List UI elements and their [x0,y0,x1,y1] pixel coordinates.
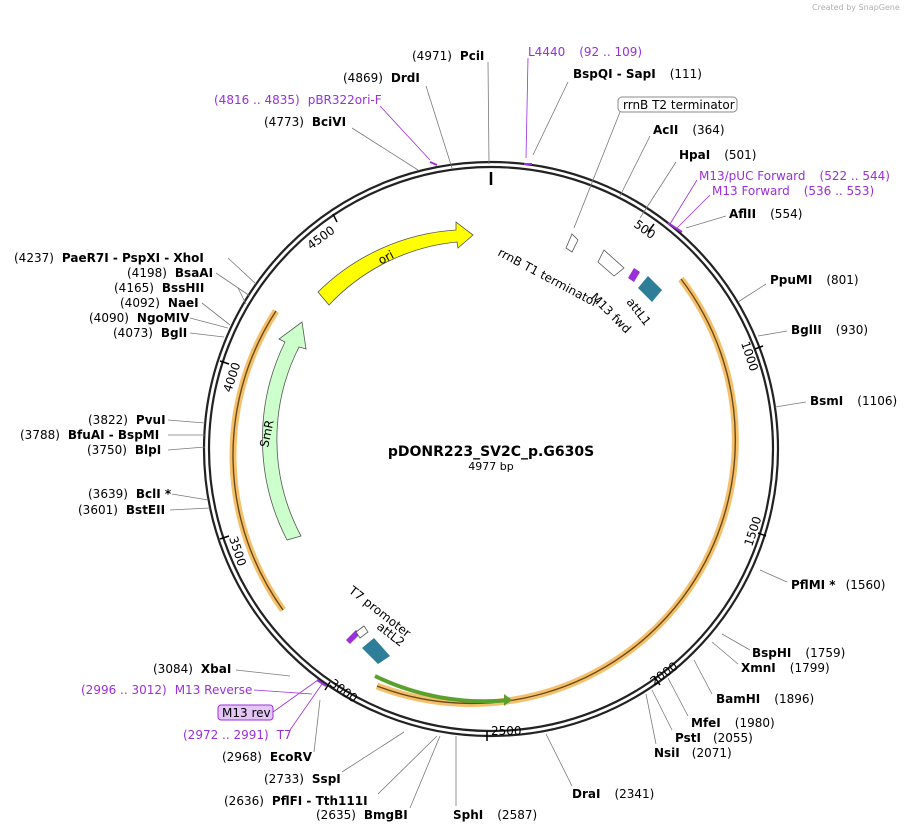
site-bsmi: BsmI(1106) [810,394,897,408]
site-bcivi: (4773)BciVI [264,115,346,129]
backbone-outer [202,160,780,738]
site-bsteii: (3601)BstEII [78,503,165,517]
primer-m13-forward: M13 Forward(536 .. 553) [712,184,874,198]
tick-mark-4000 [219,360,230,365]
t7-promoter-arrow [355,625,369,639]
primer-m13-puc-forward: M13/pUC Forward(522 .. 544) [699,169,890,183]
site-sspi: (2733)SspI [264,772,341,786]
snapgene-credit: Created by SnapGene [812,3,900,12]
site-hpai: HpaI(501) [679,148,756,162]
site-acii: AcII(364) [653,123,725,137]
site-bfuai-bspmi: (3788)BfuAI - BspMI [20,428,159,442]
smr-label: SmR [257,419,276,449]
site-xmni: XmnI(1799) [741,661,830,675]
tick-mark-2000 [653,675,661,686]
plasmid-name: pDONR223_SV2C_p.G630S [388,444,594,460]
attl1-arrow [638,276,662,302]
site-pcii: (4971)PciI [412,49,484,63]
site-bmgbi: (2635)BmgBI [316,808,408,822]
tick-mark-1500 [757,532,767,537]
site-bgli: (4073)BglI [113,326,187,340]
gene-green-arc [374,674,511,704]
rrnb-t2-terminator-box [617,96,738,113]
backbone-arc [232,310,284,611]
primer-t7: (2972 .. 2991)T7 [183,728,292,742]
site-ppumi: PpuMI(801) [770,273,859,287]
site-bglii: BglII(930) [791,323,868,337]
site-nsii: NsiI(2071) [654,746,732,760]
site-blpi: (3750)BlpI [87,443,161,457]
site-drdi: (4869)DrdI [343,71,420,85]
site-bsaai: (4198)BsaAI [127,266,213,280]
site-xbai: (3084)XbaI [153,662,231,676]
tick-label-500: 500 [631,217,658,242]
plasmid-length: 4977 bp [468,460,513,473]
site-drai: DraI(2341) [572,787,654,801]
tick-mark-4500 [332,213,338,223]
site-ecorv: (2968)EcoRV [222,750,313,764]
attl2-arrow [362,638,390,664]
gene-green-arrowhead [504,694,512,706]
primer-l4440: L4440(92 .. 109) [528,45,642,59]
site-paer7i-pspxi-xhoi: (4237)PaeR7I - PspXI - XhoI [14,251,204,265]
site-ngomiv: (4090)NgoMIV [89,311,190,325]
m13-rev-box [217,704,274,721]
insert-highlight-arc [375,276,739,707]
site-bspqi-sapi: BspQI - SapI(111) [573,67,702,81]
tick-mark-3000 [324,681,331,691]
site-pflfi-tth111i: (2636)PflFI - Tth111I [224,794,368,808]
site-mfei: MfeI(1980) [691,716,775,730]
t7-primer-arrow [346,630,360,644]
rrnb-t1-terminator-label: rrnB T1 terminator [496,245,601,310]
m13-rev-label: M13 rev [222,706,271,720]
m13-fwd-arrow [628,268,640,282]
primer-m13-reverse: (2996 .. 3012)M13 Reverse [81,683,252,697]
site-bsshii: (4165)BssHII [114,281,204,295]
site-pvui: (3822)PvuI [88,413,166,427]
tick-label-2500: 2500 [491,724,522,738]
rrnb-t1-terminator-arrow [597,249,625,277]
site-bcli: (3639)BclI * [88,487,172,501]
tick-mark-3500 [219,535,230,540]
ori-feature-arrow [317,221,474,306]
tick-mark-1000 [754,345,764,350]
site-naei: (4092)NaeI [120,296,199,310]
rrnb-t2-terminator-label: rrnB T2 terminator [623,98,735,112]
site-bsphi: BspHI(1759) [752,646,845,660]
site-aflii: AflII(554) [729,207,802,221]
backbone-inner [207,165,775,733]
tick-mark-500 [647,223,655,233]
ori-label: ori [376,248,396,268]
site-sphi: SphI(2587) [453,808,537,822]
primer-pbr322ori-f: (4816 .. 4835)pBR322ori-F [214,93,382,107]
m13-fwd-label: M13 fwd [588,290,634,336]
site-bamhi: BamHI(1896) [716,692,814,706]
site-psti: PstI(2055) [675,731,753,745]
smr-feature-arrow [262,321,307,541]
site-pflmi: PflMI *(1560) [791,578,885,592]
insert-arc [376,278,737,705]
rrnb-t2-terminator-arrow [565,233,579,253]
